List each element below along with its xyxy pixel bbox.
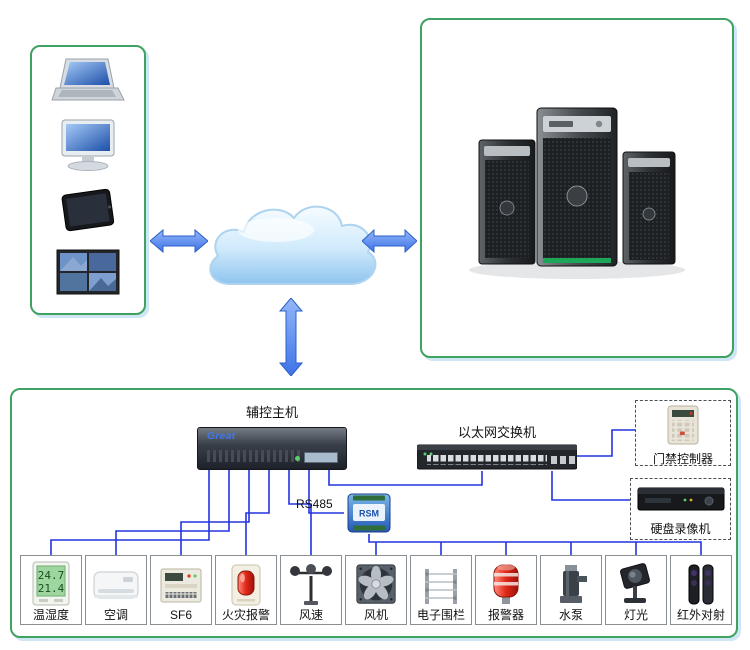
device-label: 火灾报警	[221, 608, 270, 622]
internet-cloud	[202, 192, 382, 309]
dvr-box: 硬盘录像机	[630, 478, 731, 540]
air-conditioner-icon	[92, 556, 140, 608]
water-pump-icon	[547, 556, 595, 608]
host-brand: Great	[207, 431, 236, 442]
connection-lines	[50, 429, 702, 555]
electric-fence-icon	[417, 556, 465, 608]
device-box-lighting: 灯光	[605, 555, 667, 625]
access-controller-label: 门禁控制器	[652, 452, 713, 466]
access-controller-box: 门禁控制器	[635, 400, 731, 466]
arrow-cloud-servers	[361, 227, 418, 260]
device-box-water-pump: 水泵	[540, 555, 602, 625]
video-wall-icon	[55, 248, 121, 303]
arrow-clients-cloud	[149, 227, 209, 260]
server-tower-middle	[536, 107, 618, 266]
desktop-monitor-icon	[56, 119, 120, 178]
host-display	[304, 452, 338, 463]
rs485-converter-icon: RSM	[344, 492, 394, 539]
fire-alarm-icon	[222, 556, 270, 608]
rsm-text: RSM	[359, 509, 379, 519]
device-box-fire-alarm: 火灾报警	[215, 555, 277, 625]
device-box-sf6: SF6	[150, 555, 212, 625]
device-box-wind-speed: 风速	[280, 555, 342, 625]
host-led	[295, 456, 300, 461]
device-label: 风速	[298, 608, 323, 622]
fan-icon	[353, 556, 399, 608]
device-box-siren: 报警器	[475, 555, 537, 625]
device-label: 红外对射	[676, 608, 725, 622]
tablet-icon	[56, 188, 120, 239]
device-label: 灯光	[623, 608, 648, 622]
control-panel: 辅控主机 Great 以太网交换机	[10, 388, 738, 638]
spotlight-icon	[612, 556, 660, 608]
temp-line2: 21.4	[38, 582, 65, 595]
access-keypad-icon	[654, 405, 712, 450]
server-tower-right	[622, 151, 676, 264]
auxiliary-control-host: Great	[197, 427, 347, 470]
sf6-monitor-icon	[157, 556, 205, 608]
device-label: 报警器	[487, 608, 524, 622]
server-tower-left	[478, 139, 536, 264]
device-label: 风机	[363, 608, 388, 622]
device-label: SF6	[169, 608, 192, 622]
device-box-infrared-beam: 红外对射	[670, 555, 732, 625]
device-box-temp-humidity: 24.7 21.4 温湿度	[20, 555, 82, 625]
dvr-label: 硬盘录像机	[650, 522, 711, 536]
device-box-electric-fence: 电子围栏	[410, 555, 472, 625]
siren-icon	[482, 556, 530, 608]
infrared-beam-icon	[677, 556, 725, 608]
device-label: 空调	[103, 608, 128, 622]
switch-label: 以太网交换机	[457, 425, 536, 440]
rs485-label: RS485	[296, 497, 333, 511]
device-label: 水泵	[558, 608, 583, 622]
clients-panel	[30, 45, 146, 315]
device-box-ac: 空调	[85, 555, 147, 625]
temp-line1: 24.7	[38, 569, 65, 582]
device-label: 温湿度	[32, 608, 69, 622]
dvr-icon	[637, 483, 725, 520]
device-label: 电子围栏	[416, 608, 465, 622]
server-towers-icon	[447, 88, 707, 289]
arrow-cloud-control	[277, 297, 305, 381]
ethernet-switch	[416, 443, 578, 476]
device-box-fan: 风机	[345, 555, 407, 625]
temp-humidity-icon: 24.7 21.4	[27, 556, 75, 608]
anemometer-icon	[287, 556, 335, 608]
servers-panel	[420, 18, 734, 358]
host-label: 辅控主机	[245, 405, 298, 420]
host-vents	[207, 450, 302, 462]
laptop-icon	[51, 57, 125, 110]
